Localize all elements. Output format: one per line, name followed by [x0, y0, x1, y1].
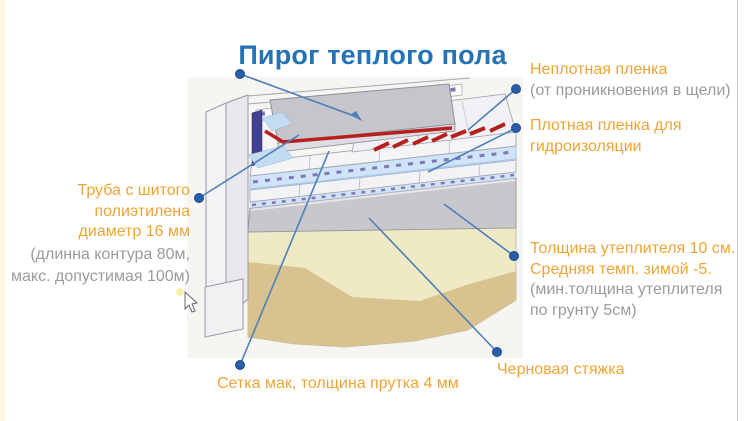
callout-dots: [194, 69, 521, 370]
mouse-cursor: [176, 288, 199, 313]
cursor-arrow-icon: [184, 290, 199, 313]
callout-insulation-dot: [509, 251, 519, 261]
page-title: Пирог теплого пола: [238, 40, 507, 71]
label-dense-film: Плотная пленка для гидроизоляции: [530, 117, 682, 155]
callout-pipe-line: [198, 134, 300, 199]
rough-screed-layer: [247, 177, 517, 233]
foundation-block: [204, 278, 244, 338]
wall: [204, 94, 249, 338]
callout-dense-film-dot: [511, 123, 521, 133]
callout-rough-screed-dot: [492, 347, 502, 357]
callout-mesh-line: [239, 150, 330, 366]
callout-loose-film-line: [467, 88, 517, 131]
right-divider-line: [737, 0, 738, 421]
label-mesh: Сетка мак, толщина прутка 4 мм: [217, 375, 459, 392]
callout-arrowhead: [350, 111, 362, 121]
callout-top-surface-dot: [235, 69, 245, 79]
label-rough-screed: Черновая стяжка: [497, 361, 625, 378]
callout-mesh-dot: [235, 360, 245, 370]
click-glow: [176, 288, 184, 296]
heating-pipes: [264, 122, 506, 152]
ground-layer: [247, 226, 517, 348]
label-loose-film-title: Неплотная пленка: [530, 61, 668, 78]
callouts: [198, 73, 517, 366]
left-edge-strip: [0, 0, 5, 421]
callout-pipe-dot: [194, 193, 204, 203]
callout-insulation-line: [443, 203, 515, 257]
label-insulation-thickness: Толщина утеплителя 10 см. Средняя темп. …: [530, 240, 736, 319]
label-pipe: Труба с шитого полиэтилена диаметр 16 мм…: [11, 182, 190, 285]
label-loose-film-note: (от проникновения в щели): [530, 81, 731, 99]
callout-dense-film-line: [427, 127, 517, 173]
callout-loose-film-dot: [511, 84, 521, 94]
label-loose-film: Неплотная пленка (от проникновения в щел…: [530, 60, 735, 101]
callout-top-surface-line: [239, 73, 358, 118]
lower-film-layer: [250, 172, 516, 208]
callout-rough-screed-line: [368, 217, 498, 353]
